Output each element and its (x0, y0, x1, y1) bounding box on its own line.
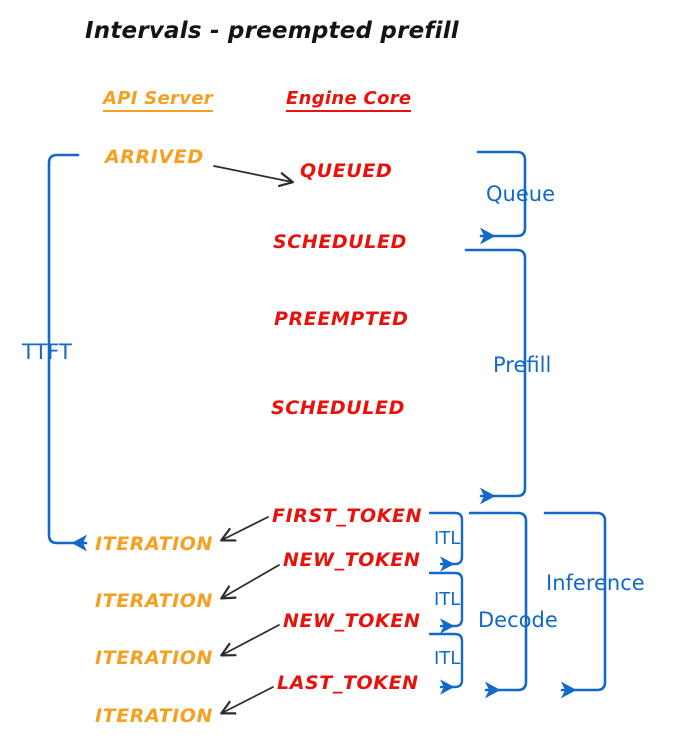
bracket-inference (543, 511, 607, 699)
arrow-arrived-to-queued (213, 165, 292, 182)
arrow-first-token-to-iteration (222, 516, 269, 540)
interval-label-itl-2: ITL (434, 589, 461, 610)
interval-label-itl-1: ITL (434, 528, 461, 549)
interval-label-prefill: Prefill (493, 353, 552, 377)
event-iteration-4: ITERATION (95, 705, 214, 727)
interval-label-itl-3: ITL (434, 648, 461, 669)
page-title: Intervals - preempted prefill (85, 18, 459, 44)
bracket-decode (468, 511, 528, 699)
column-header-engine-core: Engine Core (286, 88, 412, 112)
arrow-new-token-2-to-iteration (222, 624, 280, 655)
event-first-token: FIRST_TOKEN (272, 505, 423, 527)
event-last-token: LAST_TOKEN (277, 672, 419, 694)
interval-label-decode: Decode (478, 608, 558, 632)
interval-label-ttft: TTFT (22, 340, 72, 364)
event-new-token-2: NEW_TOKEN (283, 610, 421, 632)
event-queued: QUEUED (300, 160, 393, 182)
interval-label-inference: Inference (546, 571, 645, 595)
event-new-token-1: NEW_TOKEN (283, 549, 421, 571)
event-iteration-3: ITERATION (95, 647, 214, 669)
event-arrived: ARRIVED (105, 146, 204, 168)
event-scheduled-1: SCHEDULED (273, 231, 407, 253)
event-preempted: PREEMPTED (274, 308, 409, 330)
event-iteration-1: ITERATION (95, 533, 214, 555)
arrow-last-token-to-iteration (222, 686, 274, 713)
arrow-new-token-1-to-iteration (222, 564, 280, 598)
interval-label-queue: Queue (486, 182, 555, 206)
column-header-api-server: API Server (103, 88, 213, 112)
event-iteration-2: ITERATION (95, 590, 214, 612)
event-scheduled-2: SCHEDULED (271, 397, 405, 419)
